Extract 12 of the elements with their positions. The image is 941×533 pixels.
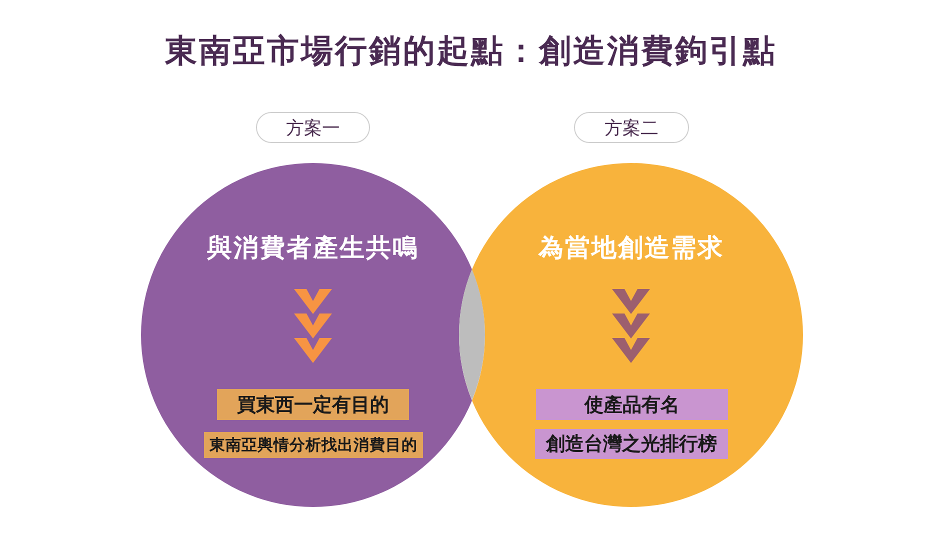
heading: 為當地創造需求 xyxy=(538,233,724,263)
pill-label: 方案一 xyxy=(256,112,370,143)
text-box: 買東西一定有目的 xyxy=(217,389,409,420)
pill-label: 方案二 xyxy=(574,112,689,143)
text-box: 創造台灣之光排行榜 xyxy=(535,429,728,459)
overlap-lens xyxy=(459,269,485,401)
title: 東南亞市場行銷的起點：創造消費鉤引點 xyxy=(165,32,777,70)
text-box: 使產品有名 xyxy=(536,389,728,420)
heading: 與消費者產生共鳴 xyxy=(207,233,419,263)
text-box: 東南亞輿情分析找出消費目的 xyxy=(204,432,423,458)
chevron-arrow xyxy=(294,289,332,363)
chevron-arrow xyxy=(612,289,650,363)
